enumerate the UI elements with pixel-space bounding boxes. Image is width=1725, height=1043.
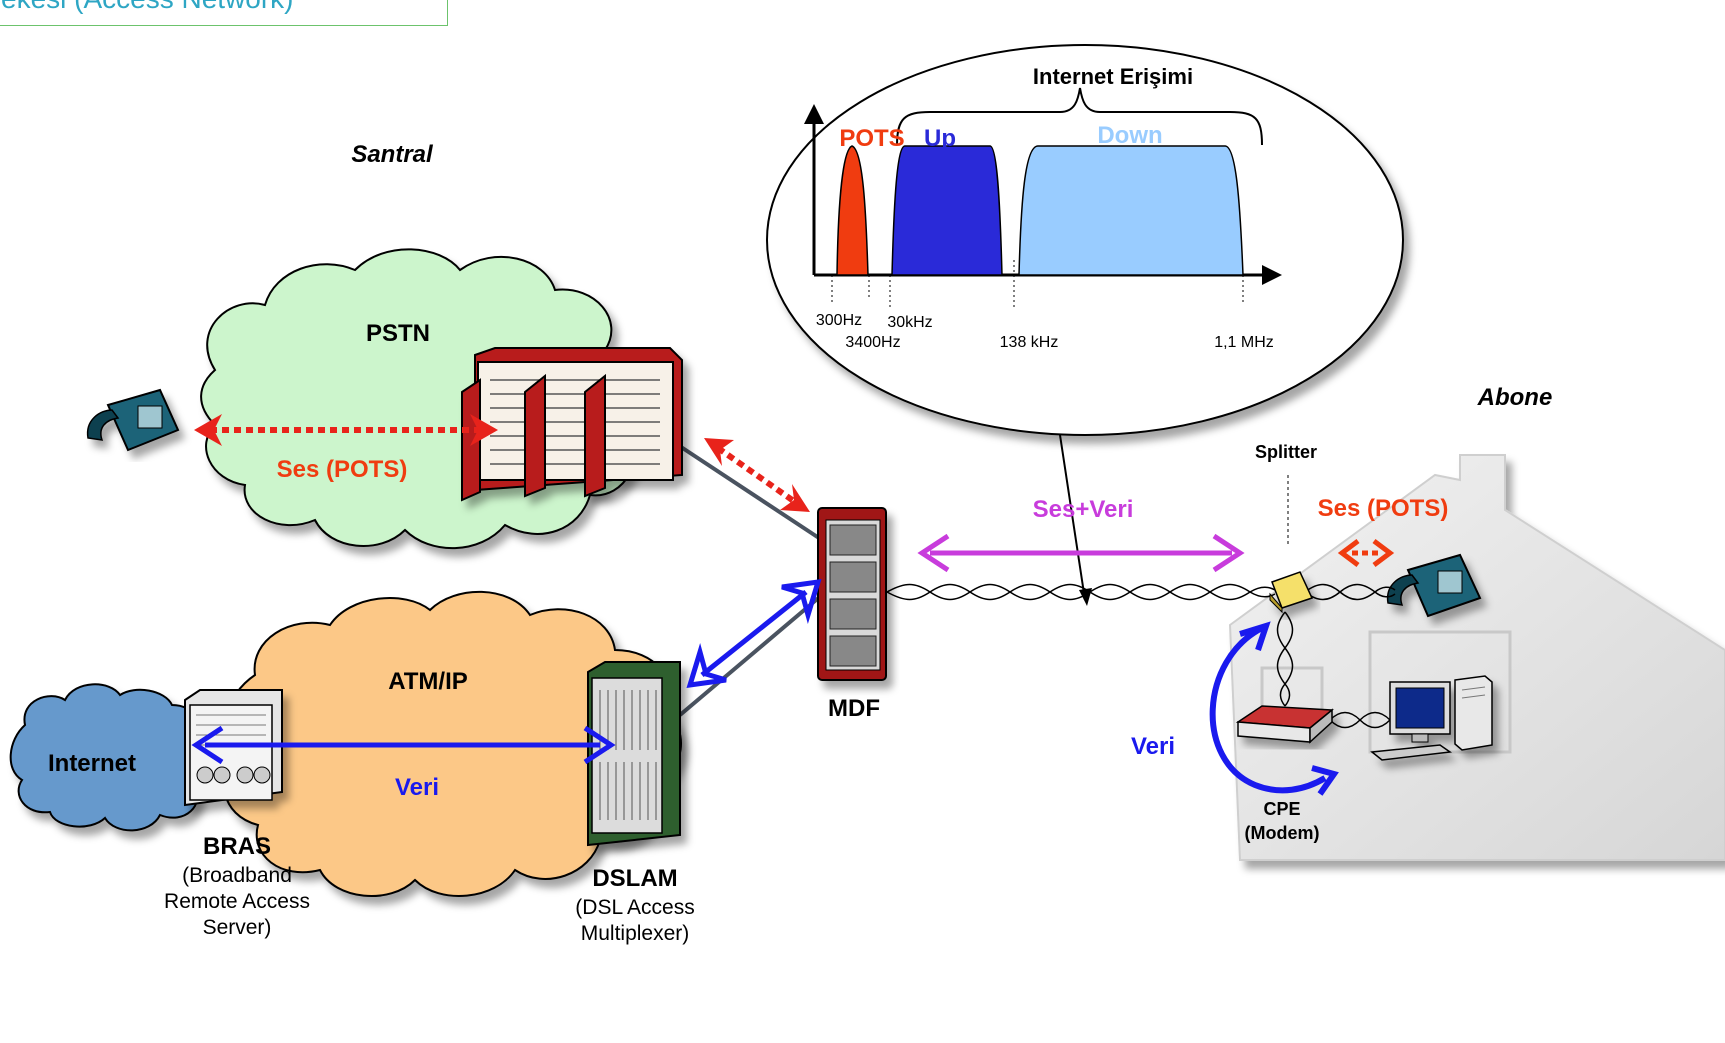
up-band-label: Up (924, 125, 956, 152)
cpe-label: CPE (1263, 799, 1300, 819)
ses-veri-arrow (917, 533, 1245, 573)
freq-3400hz: 3400Hz (845, 334, 900, 351)
abone-label: Abone (1477, 384, 1553, 411)
bras-desc-line2: Remote Access (164, 890, 310, 913)
dslam-to-mdf-line (678, 593, 824, 717)
telephone-right-icon (1386, 553, 1482, 618)
up-band (891, 145, 1003, 276)
atm-ip-label: ATM/IP (388, 668, 468, 695)
spectrum-bubble: Internet Erişimi POTS Up Down 300Hz 3400… (766, 44, 1404, 436)
splitter-icon (1269, 571, 1314, 614)
computer-icon (1370, 675, 1493, 761)
freq-300hz: 300Hz (816, 312, 862, 329)
ses-pots-right-label: Ses (POTS) (1318, 495, 1449, 522)
ses-veri-label: Ses+Veri (1033, 496, 1134, 523)
dslam-desc-line2: Multiplexer) (581, 922, 690, 945)
pots-band (836, 145, 869, 276)
bras-label: BRAS (203, 833, 271, 860)
bras-dslam-data-arrow (191, 725, 616, 765)
pstn-switch-icon (461, 347, 683, 502)
telephone-left-icon (86, 388, 180, 452)
mdf-label: MDF (828, 695, 880, 722)
freq-1-1mhz: 1,1 MHz (1214, 334, 1274, 351)
cpe-modem-label: (Modem) (1245, 823, 1320, 843)
down-band (1018, 145, 1244, 276)
bras-desc-line1: (Broadband (182, 864, 292, 887)
dslam-desc-line1: (DSL Access (575, 896, 694, 919)
internet-label: Internet (48, 750, 136, 777)
page-title: ekesi (Access Network) (1, 0, 294, 15)
ses-pots-arrow-right (1337, 539, 1395, 567)
veri-left-label: Veri (395, 774, 439, 801)
veri-curved-arrow (1209, 621, 1339, 796)
pots-band-label: POTS (839, 125, 904, 152)
freq-138khz: 138 kHz (1000, 334, 1059, 351)
modem-icon (1235, 705, 1334, 744)
pstn-label: PSTN (366, 320, 430, 347)
spectrum-title: Internet Erişimi (1033, 64, 1193, 89)
switch-to-mdf-line (676, 443, 824, 542)
mdf-icon (817, 507, 887, 681)
twisted-pair-cable (886, 583, 1396, 729)
freq-30khz: 30kHz (887, 314, 932, 331)
bras-desc-line3: Server) (203, 916, 272, 939)
dslam-icon (587, 661, 681, 847)
dslam-mdf-data-arrow (686, 578, 822, 689)
subscriber-house (1228, 454, 1725, 861)
dslam-label: DSLAM (592, 865, 677, 892)
switch-mdf-voice-arrow (704, 438, 810, 512)
splitter-label: Splitter (1255, 442, 1317, 462)
ses-pots-left-label: Ses (POTS) (277, 456, 408, 483)
bubble-pointer (1059, 434, 1086, 601)
santral-label: Santral (351, 141, 434, 168)
veri-right-label: Veri (1131, 733, 1175, 760)
internet-brace (896, 87, 1263, 146)
title-box: ekesi (Access Network) (0, 0, 448, 26)
ses-pots-arrow-left (194, 414, 498, 446)
down-band-label: Down (1097, 122, 1162, 149)
